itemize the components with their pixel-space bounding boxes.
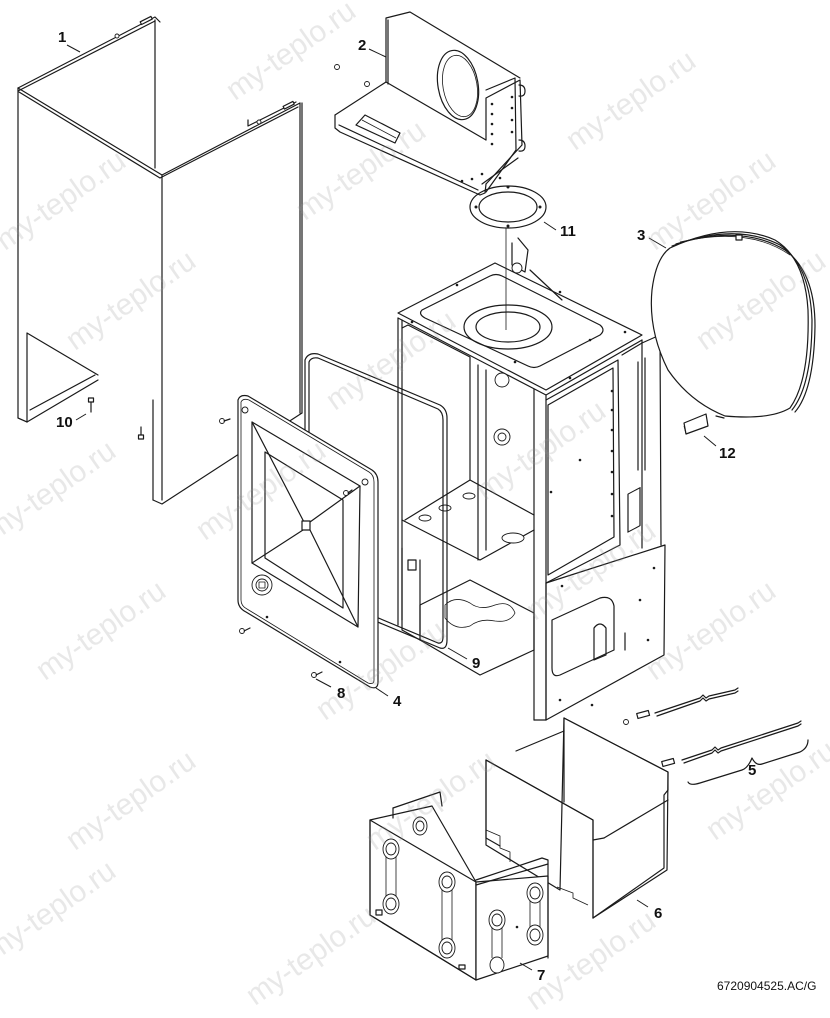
callout-3: 3 <box>637 227 646 244</box>
part-6-bottom-shroud <box>485 717 669 919</box>
callout-7: 7 <box>537 967 546 984</box>
callout-6: 6 <box>654 905 663 922</box>
part-11-gasket <box>469 185 547 229</box>
callout-12: 12 <box>719 445 736 462</box>
callout-11: 11 <box>560 223 576 240</box>
document-number: 6720904525.AC/G <box>717 979 817 993</box>
leader-lines <box>66 44 717 971</box>
part-4-front-panel <box>219 394 379 689</box>
part-5-rods <box>623 687 809 785</box>
callout-4: 4 <box>393 693 402 710</box>
part-3-expansion-vessel <box>650 231 816 419</box>
main-frame-chassis <box>397 228 666 721</box>
callout-1: 1 <box>58 29 67 46</box>
callout-8: 8 <box>337 685 346 702</box>
part-8-screws <box>219 418 353 678</box>
callout-2: 2 <box>358 37 367 54</box>
callout-9: 9 <box>472 655 481 672</box>
part-7-connection-panel <box>369 791 549 981</box>
part-1-outer-casing <box>17 15 303 505</box>
part-2-upper-hood <box>334 11 526 196</box>
callout-5: 5 <box>748 762 757 779</box>
callout-10: 10 <box>56 414 73 431</box>
part-12-plate <box>683 413 709 435</box>
part-10-screws <box>87 397 145 440</box>
